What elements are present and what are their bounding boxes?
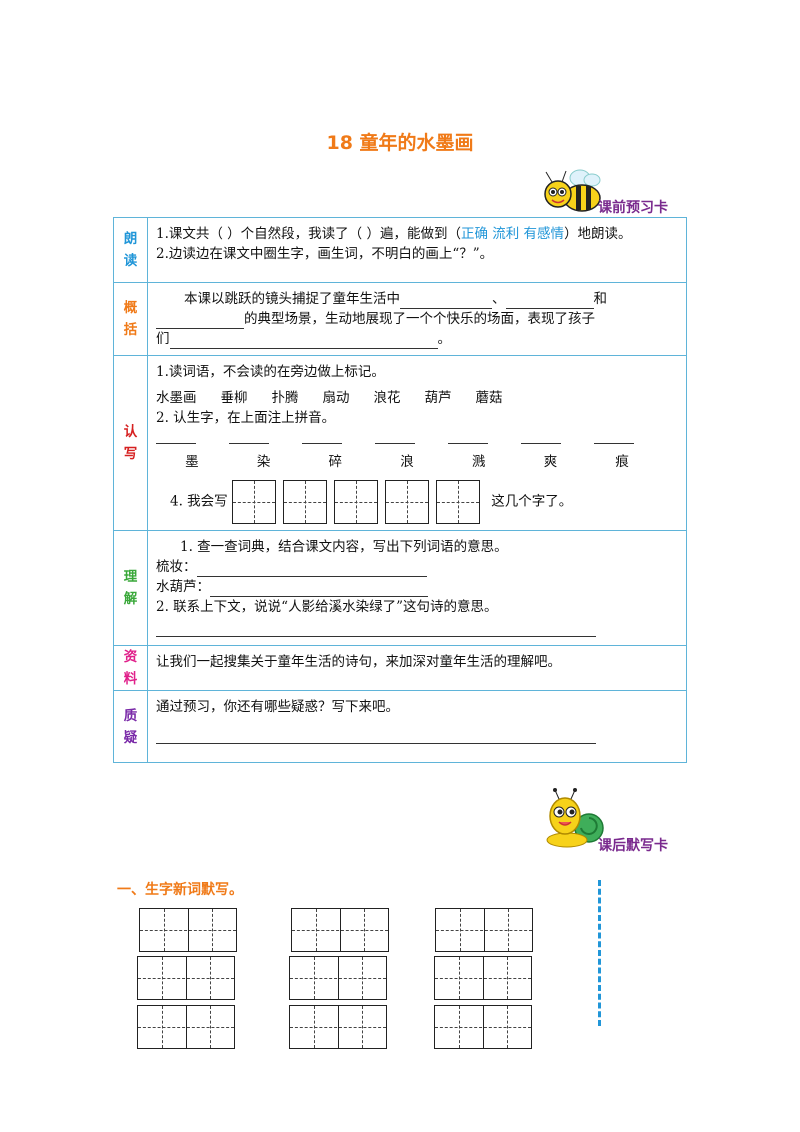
- write-box[interactable]: [435, 480, 480, 524]
- preview-card-badge: 课前预习卡: [598, 200, 668, 216]
- row-lijie: 理解 1. 查一查词典，结合课文内容，写出下列词语的意思。 梳妆： 水葫芦： 2…: [113, 530, 687, 646]
- label-lijie: 理解: [113, 530, 148, 646]
- writing-grid[interactable]: [434, 956, 532, 1000]
- writing-grid[interactable]: [435, 908, 533, 952]
- ziliao-content: 让我们一起搜集关于童年生活的诗句，来加深对童年生活的理解吧。: [147, 645, 687, 691]
- writing-grid[interactable]: [137, 956, 235, 1000]
- bee-icon: [544, 169, 601, 212]
- label-ziliao: 资料: [113, 645, 148, 691]
- word-list: 水墨画垂柳扑腾扇动浪花葫芦蘑菇: [156, 390, 503, 406]
- zhiyi-content: 通过预习，你还有哪些疑惑？写下来吧。: [147, 690, 687, 763]
- writing-grid[interactable]: [289, 1005, 387, 1049]
- write-box[interactable]: [282, 480, 327, 524]
- post-card-badge: 课后默写卡: [598, 838, 668, 854]
- write-box[interactable]: [333, 480, 378, 524]
- pinyin-blanks[interactable]: [156, 434, 678, 444]
- row-gaikuo: 概括 本课以跳跃的镜头捕捉了童年生活中、和 的典型场景，生动地展现了一个个快乐的…: [113, 282, 687, 356]
- writing-grid[interactable]: [434, 1005, 532, 1049]
- section-heading: 一、生字新词默写。: [117, 882, 243, 898]
- page-title: 18 童年的水墨画: [326, 132, 474, 154]
- label-langdu: 朗读: [113, 217, 148, 283]
- row-renxie: 认写 1.读词语，不会读的在旁边做上标记。 水墨画垂柳扑腾扇动浪花葫芦蘑菇 2.…: [113, 355, 687, 531]
- writing-grid[interactable]: [139, 908, 237, 952]
- writing-grid[interactable]: [137, 1005, 235, 1049]
- renxie-content: 1.读词语，不会读的在旁边做上标记。 水墨画垂柳扑腾扇动浪花葫芦蘑菇 2. 认生…: [147, 355, 687, 531]
- char-list: 墨染碎浪溅爽痕: [185, 454, 629, 470]
- langdu-content: 1.课文共（ ）个自然段，我读了（ ）遍，能做到（正确 流利 有感情）地朗读。 …: [147, 217, 687, 283]
- label-gaikuo: 概括: [113, 282, 148, 356]
- write-box[interactable]: [231, 480, 276, 524]
- writing-grid[interactable]: [291, 908, 389, 952]
- write-box[interactable]: [384, 480, 429, 524]
- row-ziliao: 资料 让我们一起搜集关于童年生活的诗句，来加深对童年生活的理解吧。: [113, 645, 687, 691]
- writing-grid[interactable]: [289, 956, 387, 1000]
- label-zhiyi: 质疑: [113, 690, 148, 763]
- row-zhiyi: 质疑 通过预习，你还有哪些疑惑？写下来吧。: [113, 690, 687, 763]
- snail-icon: [546, 788, 604, 848]
- row-langdu: 朗读 1.课文共（ ）个自然段，我读了（ ）遍，能做到（正确 流利 有感情）地朗…: [113, 217, 687, 283]
- lijie-content: 1. 查一查词典，结合课文内容，写出下列词语的意思。 梳妆： 水葫芦： 2. 联…: [147, 530, 687, 646]
- divider-line: [598, 880, 601, 1026]
- label-renxie: 认写: [113, 355, 148, 531]
- gaikuo-content: 本课以跳跃的镜头捕捉了童年生活中、和 的典型场景，生动地展现了一个个快乐的场面，…: [147, 282, 687, 356]
- preview-table: 朗读 1.课文共（ ）个自然段，我读了（ ）遍，能做到（正确 流利 有感情）地朗…: [113, 217, 687, 763]
